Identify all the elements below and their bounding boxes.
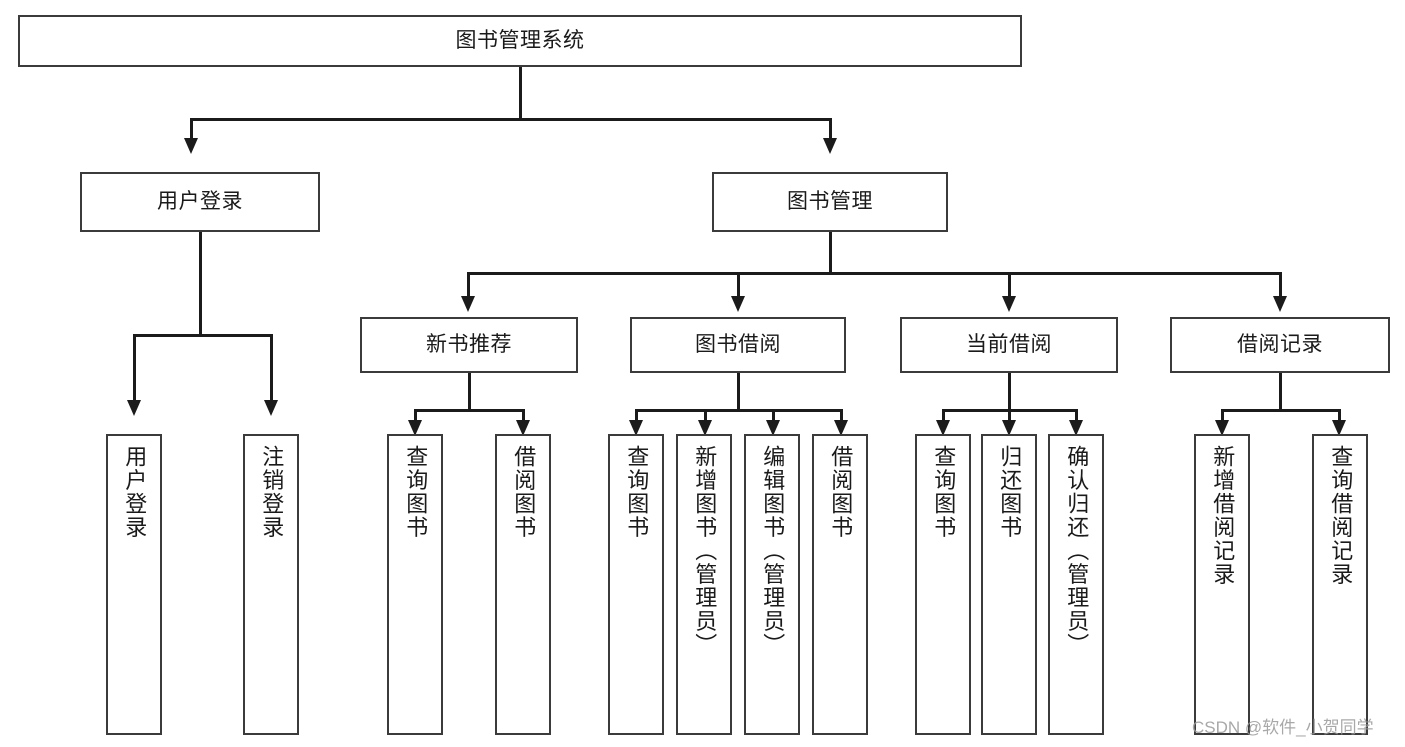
leaf-current-borrow-2[interactable]: 确认归还（管理员） (1048, 434, 1104, 735)
connector-level2-drop-0 (467, 272, 470, 298)
arrowhead-borrow-record-1 (1332, 420, 1346, 436)
connector-borrow-record-drop-0 (1221, 409, 1224, 423)
connector-level2-drop-3 (1279, 272, 1282, 298)
arrowhead-level1-0 (184, 138, 198, 154)
connector-current-borrow-stem (1008, 373, 1011, 410)
node-label: 图书借阅 (695, 332, 781, 356)
connector-level1-drop-1 (829, 118, 832, 140)
leaf-book-borrow-2[interactable]: 编辑图书（管理员） (744, 434, 800, 735)
connector-new-book-stem (468, 373, 471, 410)
arrowhead-new-book-0 (408, 420, 422, 436)
connector-borrow-record-stem (1279, 373, 1282, 410)
connector-book-management-stem (829, 232, 832, 274)
node-label: 图书管理 (787, 189, 873, 213)
connector-book-borrow-drop-2 (772, 409, 775, 423)
node-label: 新增图书（管理员） (692, 445, 718, 657)
connector-book-borrow-drop-1 (704, 409, 707, 423)
connector-level2-drop-2 (1008, 272, 1011, 298)
arrowhead-level2-3 (1273, 296, 1287, 312)
connector-book-borrow-bus (635, 409, 842, 412)
node-label: 注销登录 (259, 445, 285, 539)
node-label: 借阅图书 (828, 445, 854, 539)
arrowhead-level1-1 (823, 138, 837, 154)
node-label: 用户登录 (157, 189, 243, 213)
connector-current-borrow-drop-2 (1075, 409, 1078, 423)
leaf-book-borrow-1[interactable]: 新增图书（管理员） (676, 434, 732, 735)
connector-user-login-stem (199, 232, 202, 335)
connector-book-borrow-drop-0 (635, 409, 638, 423)
arrowhead-level2-1 (731, 296, 745, 312)
node-label: 归还图书 (997, 445, 1023, 539)
leaf-new-book-0[interactable]: 查询图书 (387, 434, 443, 735)
arrowhead-current-borrow-2 (1069, 420, 1083, 436)
arrowhead-borrow-record-0 (1215, 420, 1229, 436)
leaf-book-borrow-0[interactable]: 查询图书 (608, 434, 664, 735)
node-label: 借阅记录 (1237, 332, 1323, 356)
connector-user-login-bus (133, 334, 272, 337)
node-label: 用户登录 (122, 445, 148, 539)
node-label: 查询借阅记录 (1328, 445, 1354, 586)
node-root-system[interactable]: 图书管理系统 (18, 15, 1022, 67)
node-book-management[interactable]: 图书管理 (712, 172, 948, 232)
arrowhead-current-borrow-1 (1002, 420, 1016, 436)
arrowhead-book-borrow-0 (629, 420, 643, 436)
connector-new-book-bus (414, 409, 524, 412)
connector-borrow-record-drop-1 (1338, 409, 1341, 423)
node-label: 查询图书 (624, 445, 650, 539)
node-book-borrow[interactable]: 图书借阅 (630, 317, 846, 373)
leaf-book-borrow-3[interactable]: 借阅图书 (812, 434, 868, 735)
leaf-user-login-0[interactable]: 用户登录 (106, 434, 162, 735)
connector-level2-drop-1 (737, 272, 740, 298)
arrowhead-book-borrow-1 (698, 420, 712, 436)
node-user-login[interactable]: 用户登录 (80, 172, 320, 232)
arrowhead-book-borrow-2 (766, 420, 780, 436)
connector-user-login-drop-1 (270, 334, 273, 402)
node-label: 确认归还（管理员） (1064, 445, 1090, 657)
arrowhead-book-borrow-3 (834, 420, 848, 436)
node-label: 借阅图书 (511, 445, 537, 539)
leaf-current-borrow-0[interactable]: 查询图书 (915, 434, 971, 735)
node-label: 查询图书 (931, 445, 957, 539)
arrowhead-new-book-1 (516, 420, 530, 436)
leaf-new-book-1[interactable]: 借阅图书 (495, 434, 551, 735)
node-label: 编辑图书（管理员） (760, 445, 786, 657)
node-label: 查询图书 (403, 445, 429, 539)
arrowhead-user-login-0 (127, 400, 141, 416)
connector-current-borrow-drop-1 (1008, 409, 1011, 423)
connector-level1-drop-0 (190, 118, 193, 140)
connector-level1-bus (190, 118, 831, 121)
connector-level2-bus (467, 272, 1281, 275)
connector-current-borrow-drop-0 (942, 409, 945, 423)
leaf-borrow-record-0[interactable]: 新增借阅记录 (1194, 434, 1250, 735)
arrowhead-current-borrow-0 (936, 420, 950, 436)
node-borrow-record[interactable]: 借阅记录 (1170, 317, 1390, 373)
node-label: 当前借阅 (966, 332, 1052, 356)
connector-root-stem (519, 67, 522, 119)
connector-book-borrow-drop-3 (840, 409, 843, 423)
node-label: 新书推荐 (426, 332, 512, 356)
connector-new-book-drop-0 (414, 409, 417, 423)
node-current-borrow[interactable]: 当前借阅 (900, 317, 1118, 373)
node-new-book-recommend[interactable]: 新书推荐 (360, 317, 578, 373)
arrowhead-user-login-1 (264, 400, 278, 416)
connector-new-book-drop-1 (522, 409, 525, 423)
arrowhead-level2-0 (461, 296, 475, 312)
connector-book-borrow-stem (737, 373, 740, 410)
leaf-current-borrow-1[interactable]: 归还图书 (981, 434, 1037, 735)
node-label: 图书管理系统 (455, 28, 585, 52)
watermark-text: CSDN @软件_小贺同学 (1192, 718, 1374, 737)
connector-borrow-record-bus (1221, 409, 1340, 412)
connector-user-login-drop-0 (133, 334, 136, 402)
arrowhead-level2-2 (1002, 296, 1016, 312)
leaf-user-login-1[interactable]: 注销登录 (243, 434, 299, 735)
leaf-borrow-record-1[interactable]: 查询借阅记录 (1312, 434, 1368, 735)
node-label: 新增借阅记录 (1210, 445, 1236, 586)
